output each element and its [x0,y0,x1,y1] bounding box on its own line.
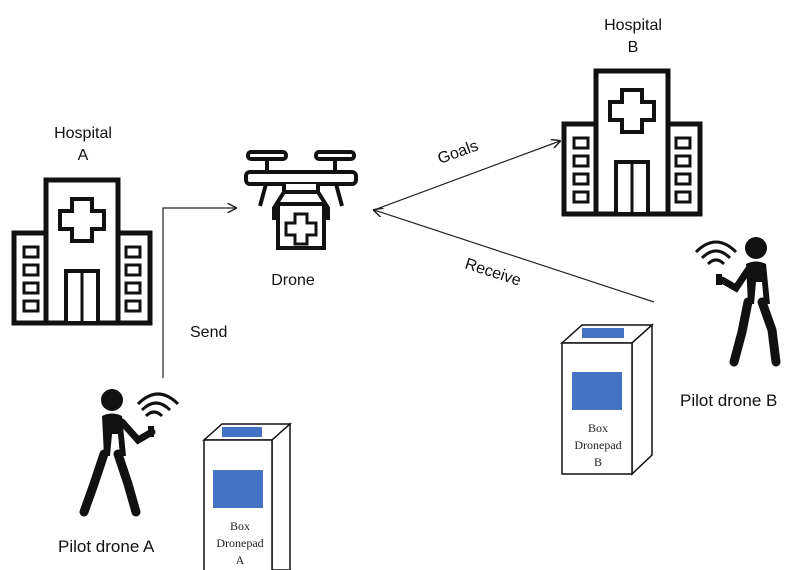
hospital-a-icon [11,177,153,326]
drone-icon [244,150,358,250]
box-b-line2: Dronepad [574,438,621,452]
goals-label: Goals [436,137,481,167]
box-a-line2: Dronepad [216,536,263,550]
box-a-line3: A [236,553,245,567]
hospital-a-label-line1: Hospital [54,125,112,142]
goals-arrow [373,141,560,211]
dronepad-box-b [560,323,654,476]
send-label: Send [190,324,227,341]
pilot-b-person-icon [694,237,781,367]
dronepad-box-a [202,422,292,570]
box-b-top-screen [582,328,624,338]
pilot-a-person-icon [79,389,180,517]
pilot-a-label: Pilot drone A [58,537,155,556]
hospital-a-label-line2: A [78,147,89,164]
box-a-line1: Box [230,519,250,533]
hospital-b-icon [561,68,703,217]
pilot-b-label: Pilot drone B [680,391,777,410]
receive-label: Receive [463,256,523,290]
box-a-front-screen [213,470,263,508]
hospital-b-label-line1: Hospital [604,17,662,34]
receive-arrow [374,210,655,303]
box-a-top-screen [222,427,262,437]
hospital-b-label-line2: B [628,39,639,56]
box-b-line3: B [594,455,602,469]
send-arrow [162,208,236,378]
drone-label: Drone [271,272,315,289]
box-b-front-screen [572,372,622,410]
box-b-line1: Box [588,421,608,435]
